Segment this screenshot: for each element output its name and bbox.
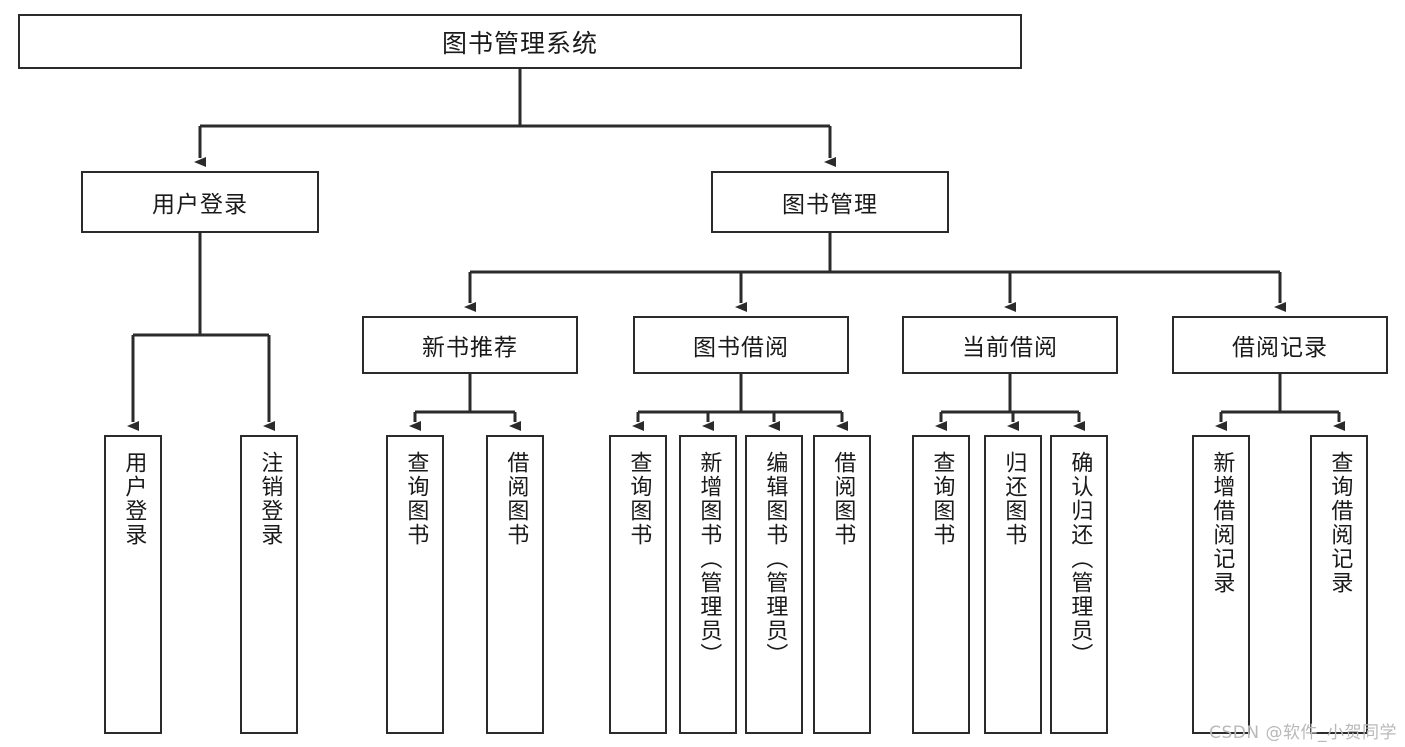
node-book-borrowing[interactable]: 图书借阅 [633, 316, 849, 374]
leaf-node[interactable]: 确认归还（管理员） [1050, 435, 1108, 734]
leaf-node-label: 归还图书 [1001, 451, 1027, 547]
node-book-management[interactable]: 图书管理 [711, 171, 949, 233]
node-label: 借阅记录 [1232, 335, 1328, 361]
leaf-node-label: 新增借阅记录 [1209, 451, 1235, 595]
leaf-node-label: 查询借阅记录 [1327, 451, 1353, 595]
node-new-book-recommendation[interactable]: 新书推荐 [362, 316, 578, 374]
leaf-node-label: 借阅图书 [503, 451, 529, 547]
node-label: 图书借阅 [693, 335, 789, 361]
node-root-library-management-system[interactable]: 图书管理系统 [18, 14, 1022, 69]
leaf-node[interactable]: 借阅图书 [813, 435, 871, 734]
node-label: 图书管理系统 [441, 28, 598, 58]
leaf-node-label: 新增图书（管理员） [696, 451, 722, 667]
leaf-node[interactable]: 新增借阅记录 [1192, 435, 1250, 734]
node-current-borrowing[interactable]: 当前借阅 [902, 316, 1118, 374]
leaf-node[interactable]: 编辑图书（管理员） [745, 435, 803, 734]
leaf-node-label: 查询图书 [626, 451, 652, 547]
leaf-node[interactable]: 注销登录 [240, 435, 298, 734]
leaf-node-label: 用户登录 [121, 451, 147, 547]
node-user-login[interactable]: 用户登录 [81, 171, 319, 233]
node-label: 图书管理 [782, 192, 878, 218]
leaf-node-label: 注销登录 [257, 451, 283, 547]
leaf-node-label: 借阅图书 [830, 451, 856, 547]
leaf-node-label: 确认归还（管理员） [1067, 451, 1093, 667]
leaf-node-label: 查询图书 [929, 451, 955, 547]
node-label: 新书推荐 [422, 335, 518, 361]
leaf-node-label: 编辑图书（管理员） [762, 451, 788, 667]
leaf-node[interactable]: 新增图书（管理员） [679, 435, 737, 734]
leaf-node[interactable]: 用户登录 [104, 435, 162, 734]
node-borrowing-records[interactable]: 借阅记录 [1172, 316, 1388, 374]
leaf-node[interactable]: 查询图书 [609, 435, 667, 734]
leaf-node[interactable]: 查询图书 [912, 435, 970, 734]
csdn-watermark: CSDN @软件_小贺同学 [1209, 723, 1397, 743]
leaf-node[interactable]: 查询图书 [386, 435, 444, 734]
leaf-node[interactable]: 借阅图书 [486, 435, 544, 734]
node-label: 当前借阅 [962, 335, 1058, 361]
leaf-node[interactable]: 归还图书 [984, 435, 1042, 734]
node-label: 用户登录 [152, 192, 248, 218]
leaf-node[interactable]: 查询借阅记录 [1310, 435, 1368, 734]
leaf-node-label: 查询图书 [403, 451, 429, 547]
